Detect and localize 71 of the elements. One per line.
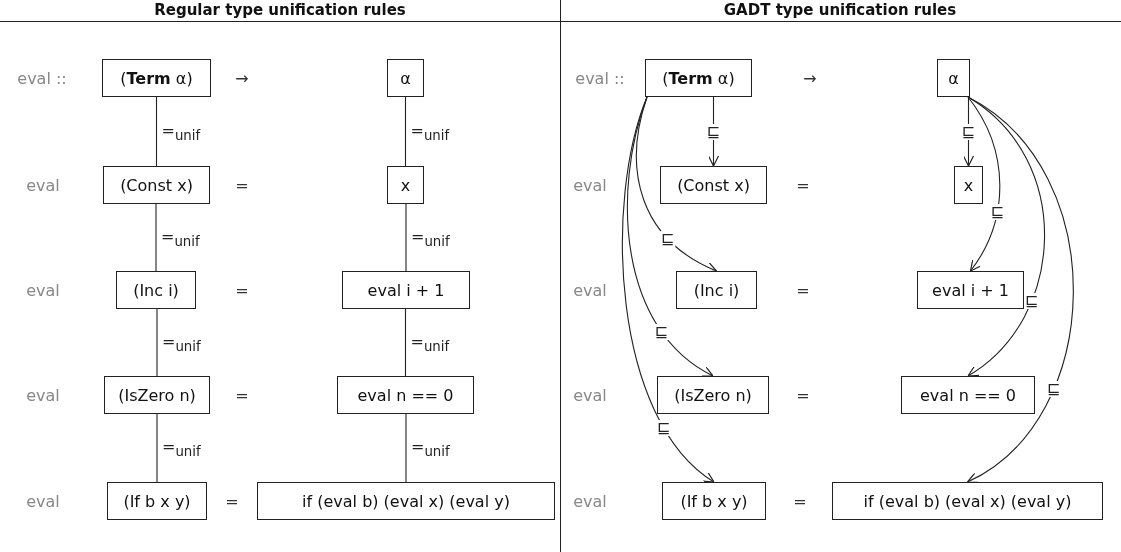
function-label: eval :: — [575, 68, 625, 88]
term-box: (If b x y) — [107, 482, 207, 520]
panel-heading: Regular type unification rules — [154, 1, 406, 19]
term-box: (Inc i) — [676, 271, 757, 309]
relation-symbol: = — [796, 280, 810, 300]
term-box: if (eval b) (eval x) (eval y) — [257, 482, 555, 520]
function-label: eval — [573, 491, 607, 511]
edge-label: =$_{unif}$ — [411, 437, 450, 460]
function-label: eval — [26, 175, 60, 195]
term-box: (If b x y) — [662, 482, 766, 520]
relation-symbol: = — [225, 491, 239, 511]
connector-line — [155, 203, 157, 272]
function-label: eval — [573, 175, 607, 195]
relation-symbol: = — [796, 175, 810, 195]
term-box: (Const x) — [103, 166, 210, 204]
curved-arrow — [966, 96, 1074, 483]
edge-label: =$_{unif}$ — [411, 226, 450, 249]
term-box: (IsZero n) — [657, 376, 769, 414]
relation-symbol: → — [235, 68, 249, 88]
connector-line — [405, 413, 407, 483]
function-label: eval — [26, 491, 60, 511]
connector-line — [156, 413, 158, 483]
connector-line — [404, 308, 407, 377]
function-label: eval :: — [17, 68, 67, 88]
curved-arrow — [707, 96, 720, 167]
relation-symbol: = — [235, 175, 249, 195]
edge-label: =$_{unif}$ — [162, 331, 201, 354]
curved-arrow — [962, 96, 975, 167]
curved-arrow — [967, 96, 1046, 377]
term-box: (Const x) — [660, 166, 767, 204]
term-box: eval n == 0 — [901, 376, 1035, 414]
function-label: eval — [573, 280, 607, 300]
term-box: eval i + 1 — [917, 271, 1024, 309]
panel-heading: GADT type unification rules — [723, 1, 957, 19]
connector-line — [155, 96, 158, 167]
edge-label: ⊑ — [1046, 381, 1062, 398]
term-box: (Term α) — [102, 59, 211, 97]
edge-label: =$_{unif}$ — [410, 331, 450, 354]
connector-line — [156, 308, 158, 377]
relation-symbol: → — [803, 68, 817, 88]
function-label: eval — [573, 385, 607, 405]
relation-symbol: = — [235, 280, 249, 300]
edge-label: ⊑ — [705, 123, 722, 140]
term-box: (IsZero n) — [104, 376, 210, 414]
function-label: eval — [26, 280, 60, 300]
term-box: (Inc i) — [116, 271, 196, 309]
term-box: α — [937, 59, 970, 97]
connector-line — [404, 96, 407, 167]
relation-symbol: = — [796, 385, 810, 405]
curved-arrow — [967, 96, 1001, 272]
relation-symbol: = — [793, 491, 807, 511]
term-box: if (eval b) (eval x) (eval y) — [832, 482, 1103, 520]
edge-label: =$_{unif}$ — [162, 437, 201, 460]
function-label: eval — [26, 385, 60, 405]
relation-symbol: = — [235, 385, 249, 405]
term-box: x — [387, 166, 424, 204]
term-box: (Term α) — [645, 59, 752, 97]
edge-label: =$_{unif}$ — [161, 226, 200, 249]
connector-line — [405, 203, 407, 272]
edge-label: ⊑ — [660, 230, 676, 247]
edge-label: ⊑ — [653, 323, 670, 340]
edge-label: ⊑ — [960, 123, 977, 140]
term-box: eval i + 1 — [342, 271, 470, 309]
term-box: α — [387, 59, 424, 97]
edge-label: =$_{unif}$ — [410, 120, 450, 143]
term-box: eval n == 0 — [337, 376, 474, 414]
edge-label: =$_{unif}$ — [161, 120, 201, 143]
curved-arrow — [622, 96, 715, 483]
edge-label: ⊑ — [655, 419, 672, 436]
term-box: x — [954, 166, 983, 204]
edge-label: ⊑ — [989, 203, 1006, 220]
